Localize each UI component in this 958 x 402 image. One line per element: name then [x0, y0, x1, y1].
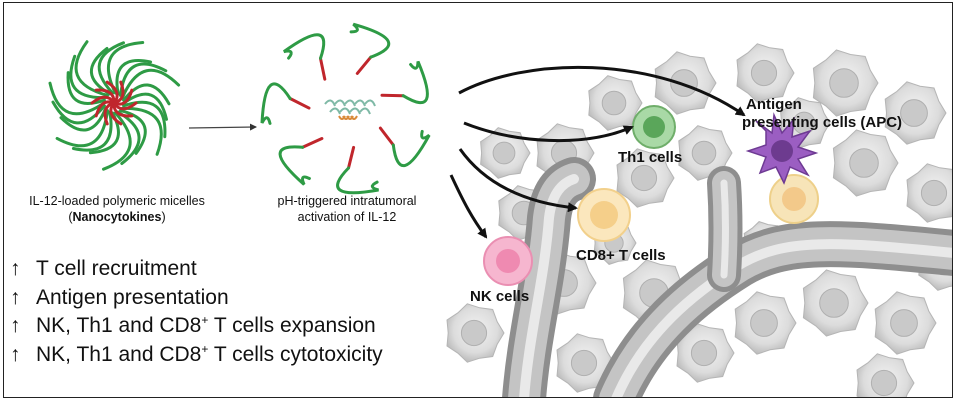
activated-il12-icon — [260, 22, 431, 195]
apc-cell-icon — [745, 112, 819, 224]
il12-protein-icon — [324, 99, 376, 120]
tumor-cell — [736, 43, 795, 103]
process-arrow — [188, 123, 257, 131]
effect-item: ↑T cell recruitment — [10, 257, 197, 280]
effects-list: ↑T cell recruitment ↑Antigen presentatio… — [10, 255, 383, 369]
th1-cell-icon — [632, 105, 676, 149]
nanocytokine-micelle-icon — [48, 40, 181, 171]
cd8-t-cell-label: CD8+ T cells — [576, 247, 666, 264]
tumor-cell — [802, 269, 869, 337]
nk-cell-icon — [483, 236, 533, 286]
tumor-cell — [678, 125, 733, 181]
tumor-cell — [446, 303, 505, 363]
effect-item: ↑NK, Th1 and CD8+ T cells expansion — [10, 313, 376, 337]
apc-label: Antigen presenting cells (APC) — [742, 96, 903, 131]
tumor-cell — [832, 129, 899, 197]
tumor-cell — [556, 333, 615, 393]
blood-vessel — [502, 157, 952, 397]
tumor-cell — [480, 127, 531, 179]
activation-caption: pH-triggered intratumoral activation of … — [277, 194, 417, 224]
tumor-cell — [856, 353, 915, 397]
th1-cell-label: Th1 cells — [618, 149, 683, 166]
effect-item: ↑Antigen presentation — [10, 285, 229, 309]
tumor-cell — [616, 148, 675, 208]
micelle-caption: IL-12-loaded polymeric micelles (Nanocyt… — [29, 194, 205, 224]
diagram-artwork — [48, 22, 952, 397]
nk-cell-label: NK cells — [470, 288, 530, 305]
tumor-cell — [654, 51, 717, 115]
recruitment-arrows — [449, 65, 746, 239]
tumor-cell — [906, 163, 952, 223]
cd8-t-cell-icon — [577, 188, 631, 242]
tumor-cell — [884, 81, 947, 145]
tumor-cell — [734, 291, 797, 355]
tumor-cell — [588, 75, 643, 131]
effect-item: ↑NK, Th1 and CD8+ T cells cytotoxicity — [10, 341, 383, 366]
tumor-cell — [676, 323, 735, 383]
tumor-cell — [874, 291, 937, 355]
diagram-frame: IL-12-loaded polymeric micelles (Nanocyt… — [3, 2, 953, 398]
tumor-cell — [812, 49, 879, 117]
